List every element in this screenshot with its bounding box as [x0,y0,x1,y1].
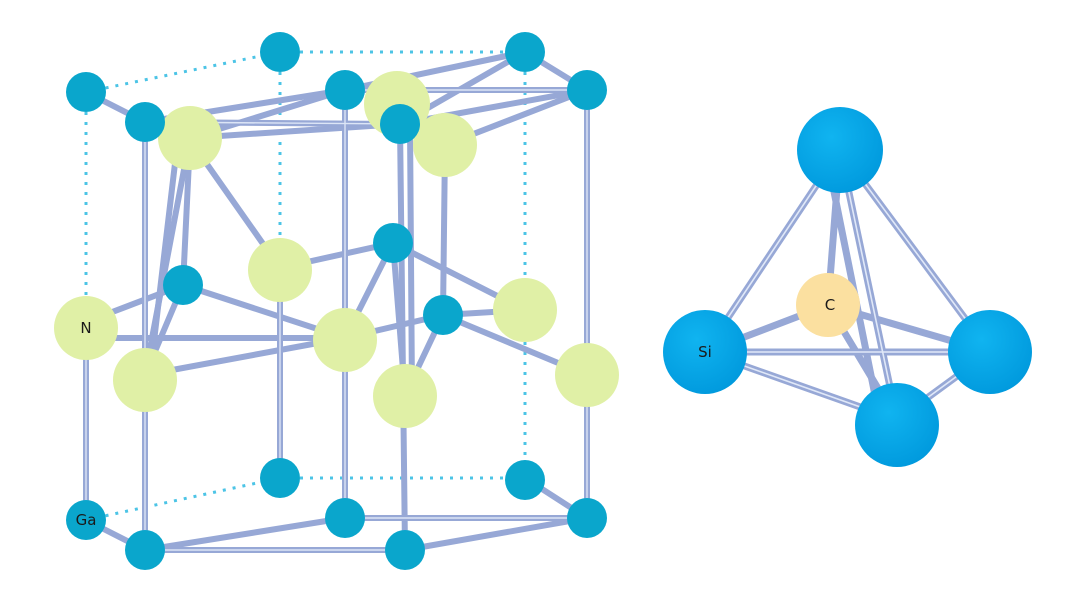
gallium-atom [260,32,300,72]
silicon-atom-left [663,310,747,394]
carbon-atom [796,273,860,337]
gan-wurtzite-structure: N Ga [54,32,619,570]
gallium-atom [325,498,365,538]
nitrogen-atom [113,348,177,412]
nitrogen-atom [493,278,557,342]
silicon-atom-front [855,383,939,467]
sic-tetrahedron: Si C [663,107,1032,467]
gallium-atom [260,458,300,498]
gallium-atom [385,530,425,570]
gallium-atom [373,223,413,263]
gallium-atom [505,32,545,72]
gallium-atom [163,265,203,305]
nitrogen-atom [555,343,619,407]
carbon-label: C [825,296,835,314]
gallium-atom [66,500,106,540]
nitrogen-atoms [54,71,619,428]
silicon-atom-right [948,310,1032,394]
nitrogen-atom [248,238,312,302]
gallium-atoms [66,32,607,570]
gallium-atom [125,102,165,142]
gallium-atom [66,72,106,112]
gallium-atom [423,295,463,335]
gallium-atom [567,498,607,538]
gallium-atom [567,70,607,110]
gallium-atom [380,104,420,144]
silicon-label: Si [698,343,712,361]
nitrogen-atom [413,113,477,177]
nitrogen-atom [373,364,437,428]
nitrogen-atom [313,308,377,372]
nitrogen-atom [158,106,222,170]
gallium-atom [505,460,545,500]
nitrogen-label: N [80,319,91,337]
gallium-atom [125,530,165,570]
gallium-label: Ga [76,511,97,529]
gallium-atom [325,70,365,110]
silicon-atom-top [797,107,883,193]
nitrogen-atom [54,296,118,360]
